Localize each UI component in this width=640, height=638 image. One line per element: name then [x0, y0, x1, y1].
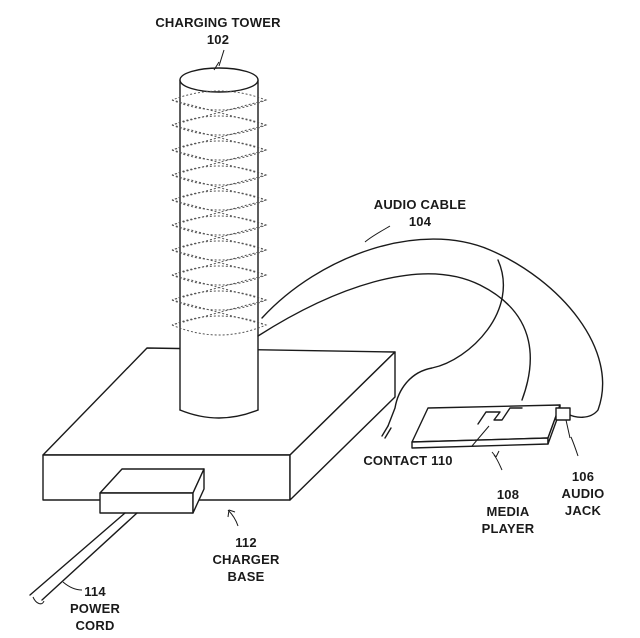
power-cord-ref: 114: [84, 584, 106, 599]
charging-tower: [179, 61, 259, 419]
power-connector: [99, 468, 205, 514]
charging-tower-ref: 102: [206, 32, 230, 47]
power-cord: [29, 512, 138, 605]
charger-base-line2: BASE: [227, 569, 265, 584]
media-player: [411, 404, 561, 449]
label-charger-base: 112 CHARGER BASE: [198, 534, 294, 585]
audio-jack-line1: AUDIO: [561, 486, 605, 501]
label-audio-jack: 106 AUDIO JACK: [548, 468, 618, 519]
label-media-player: 108 MEDIA PLAYER: [468, 486, 548, 537]
media-player-ref: 108: [496, 487, 520, 502]
contact-110: [471, 407, 523, 447]
label-power-cord: 114 POWER CORD: [60, 583, 130, 634]
label-contact: CONTACT 110: [348, 452, 468, 469]
media-player-line1: MEDIA: [486, 504, 530, 519]
charging-tower-name: CHARGING TOWER: [155, 15, 281, 30]
audio-cable: [257, 238, 604, 439]
audio-jack-line2: JACK: [564, 503, 602, 518]
audio-jack: [555, 407, 571, 439]
audio-cable-name: AUDIO CABLE: [373, 197, 467, 212]
power-cord-line1: POWER: [69, 601, 121, 616]
charger-base-line1: CHARGER: [212, 552, 280, 567]
induction-coil: [171, 90, 268, 336]
power-cord-line2: CORD: [75, 618, 115, 633]
label-audio-cable: AUDIO CABLE 104: [355, 196, 485, 230]
leader-lines: [62, 49, 579, 591]
media-player-line2: PLAYER: [481, 521, 535, 536]
label-charging-tower: CHARGING TOWER 102: [128, 14, 308, 48]
charger-base-ref: 112: [235, 535, 257, 550]
contact-name: CONTACT 110: [363, 453, 453, 468]
audio-cable-ref: 104: [408, 214, 432, 229]
audio-jack-ref: 106: [571, 469, 595, 484]
